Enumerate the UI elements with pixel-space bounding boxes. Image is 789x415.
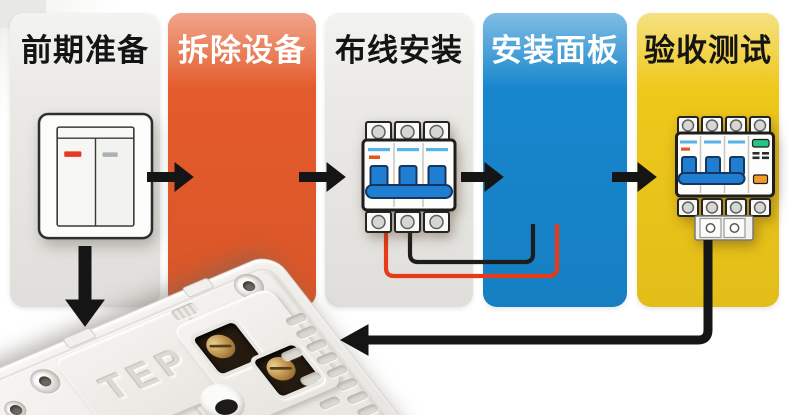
wall-switch-front-illustration-1: [37, 112, 154, 240]
step-panel-preparation: 前期准备: [10, 13, 160, 307]
step-title-removal: 拆除设备: [178, 33, 306, 68]
circuit-breaker-3pole-illustration: [361, 120, 457, 234]
step-title-preparation: 前期准备: [21, 33, 149, 68]
step-panel-removal: 拆除设备: [168, 13, 316, 307]
tep-brand-emboss: TEP: [91, 338, 202, 408]
circuit-breaker-4pole-rcd-illustration: [675, 115, 775, 249]
terminal-screw: [200, 330, 242, 363]
terminal-screw: [260, 353, 302, 385]
step-title-testing: 验收测试: [644, 33, 772, 68]
step-title-install: 安装面板: [491, 33, 619, 68]
step-title-wiring: 布线安装: [335, 33, 463, 68]
step-panel-install: 安装面板: [483, 13, 627, 307]
